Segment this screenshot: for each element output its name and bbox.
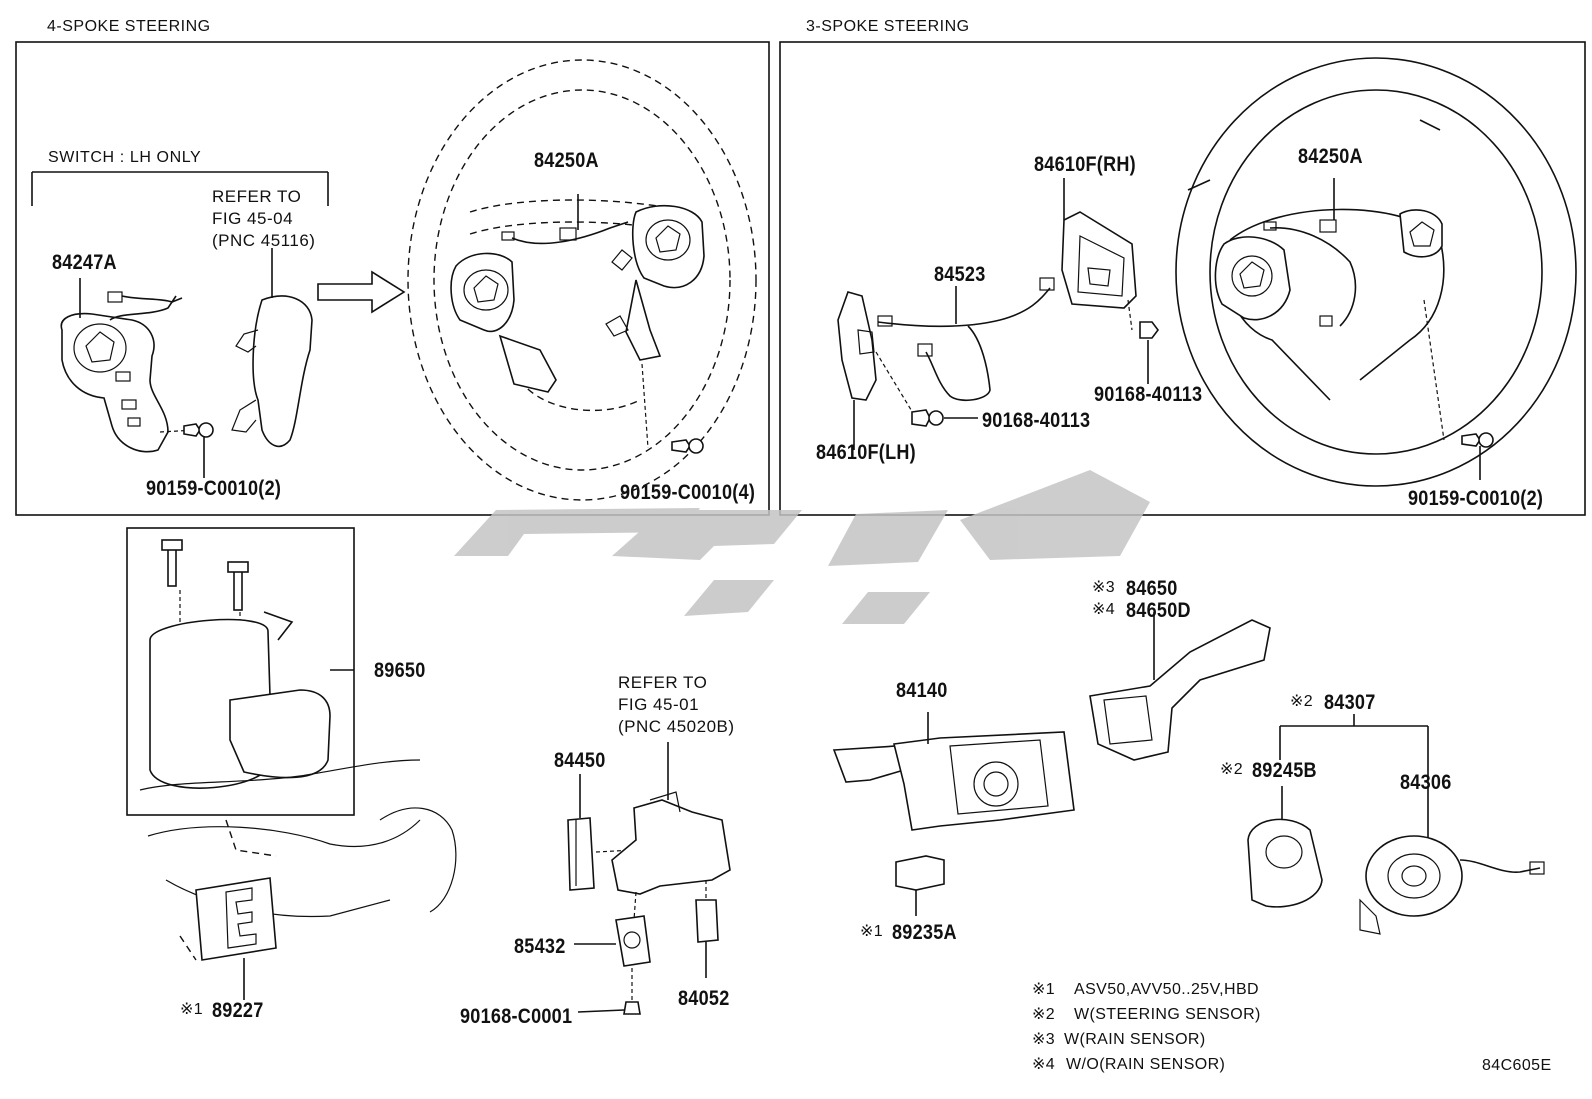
refer-note-45-01-line1: REFER TO [618, 673, 708, 692]
part-90168-40113-rh-label[interactable]: 90168-40113 [1094, 383, 1203, 406]
part-89235A-mark: ※1 [860, 923, 884, 940]
refer-note-45-04-line2: FIG 45-04 [212, 209, 294, 228]
part-84650-mark: ※3 [1092, 579, 1116, 596]
part-90159-3sp-2-label[interactable]: 90159-C0010(2) [1408, 487, 1544, 510]
legend-text-3: W(RAIN SENSOR) [1064, 1031, 1206, 1048]
watermark-logo [454, 470, 1150, 624]
part-84650D-label[interactable]: 84650D [1126, 599, 1191, 622]
bolt-90168-rh [1139, 321, 1159, 384]
refer-note-45-01-line2: FIG 45-01 [618, 695, 700, 714]
legend-mark-3: ※3 [1032, 1031, 1056, 1048]
part-84306-label[interactable]: 84306 [1400, 771, 1452, 794]
part-89235A-label[interactable]: 89235A [892, 921, 957, 944]
refer-note-45-01-line3: (PNC 45020B) [618, 717, 735, 736]
part-90168-C0001-label[interactable]: 90168-C0001 [460, 1005, 573, 1028]
wire-harness-84523 [877, 277, 1055, 402]
combination-switch-84140 [832, 712, 1075, 831]
part-90159-4sp-2-label[interactable]: 90159-C0010(2) [146, 477, 282, 500]
part-84650-label[interactable]: 84650 [1126, 577, 1178, 600]
legend-mark-4: ※4 [1032, 1056, 1056, 1073]
part-84523-label[interactable]: 84523 [934, 263, 986, 286]
legend-text-4: W/O(RAIN SENSOR) [1066, 1056, 1226, 1073]
part-89245B-mark: ※2 [1220, 761, 1244, 778]
legend-mark-1: ※1 [1032, 981, 1056, 998]
switch-lh-only-note: SWITCH : LH ONLY [48, 149, 202, 166]
part-84140-label[interactable]: 84140 [896, 679, 948, 702]
refer-note-45-04-line3: (PNC 45116) [212, 231, 316, 250]
wiper-switch-84650 [1089, 612, 1271, 761]
legend-text-2: W(STEERING SENSOR) [1074, 1006, 1261, 1023]
part-84450-label[interactable]: 84450 [554, 749, 606, 772]
bolt-90168-lh [875, 351, 978, 427]
part-84250A-4sp-label[interactable]: 84250A [534, 149, 599, 172]
spiral-cable-84306 [1359, 788, 1545, 935]
three-spoke-frame [779, 41, 1586, 516]
legend-mark-2: ※2 [1032, 1006, 1056, 1023]
part-84052-label[interactable]: 84052 [678, 987, 730, 1010]
engine-bay-sketch [139, 759, 457, 918]
part-84247A-label[interactable]: 84247A [52, 251, 117, 274]
part-90168-40113-lh-label[interactable]: 90168-40113 [982, 409, 1091, 432]
switch-84450 [567, 774, 635, 891]
part-84610F-LH-label[interactable]: 84610F(LH) [816, 441, 916, 464]
steering-cover-45116 [231, 248, 313, 448]
sensor-84052 [695, 899, 719, 978]
part-85432-label[interactable]: 85432 [514, 935, 566, 958]
section-title-4-spoke: 4-SPOKE STEERING [47, 18, 211, 35]
switch-89235A [895, 855, 945, 916]
legend-text-1: ASV50,AVV50..25V,HBD [1074, 981, 1259, 998]
four-spoke-frame [15, 41, 770, 516]
steering-switch-84247A [60, 278, 183, 453]
bolt-90159-3sp [1461, 432, 1494, 480]
sensor-85432 [574, 915, 651, 1015]
diagram-code: 84C605E [1482, 1057, 1552, 1074]
part-84250A-3sp-label[interactable]: 84250A [1298, 145, 1363, 168]
steering-lock-assy [611, 742, 731, 921]
bolt-90159-right [671, 438, 704, 454]
part-89650-label[interactable]: 89650 [374, 659, 426, 682]
part-84650D-mark: ※4 [1092, 601, 1116, 618]
bracket-84307 [1279, 714, 1429, 784]
part-84307-label[interactable]: 84307 [1324, 691, 1376, 714]
paddle-switch-lh [837, 291, 877, 450]
part-89227-label[interactable]: 89227 [212, 999, 264, 1022]
part-89227-mark: ※1 [180, 1001, 204, 1018]
sensor-inset-frame [126, 527, 355, 816]
three-spoke-wheel [1175, 57, 1577, 487]
section-title-3-spoke: 3-SPOKE STEERING [806, 18, 970, 35]
part-90159-4sp-4-label[interactable]: 90159-C0010(4) [620, 481, 756, 504]
part-84610F-RH-label[interactable]: 84610F(RH) [1034, 153, 1136, 176]
bolt-90159-left [159, 422, 214, 478]
steering-sensor-89245B [1247, 786, 1323, 908]
paddle-switch-rh [1061, 178, 1137, 331]
switch-lh-bracket [31, 171, 329, 206]
refer-note-45-04-line1: REFER TO [212, 187, 302, 206]
ecu-89227 [179, 877, 277, 1000]
computer-assy-89650 [149, 539, 354, 789]
assembly-arrow [317, 270, 406, 314]
four-spoke-wheel [407, 59, 757, 501]
part-84307-mark: ※2 [1290, 693, 1314, 710]
part-89245B-label[interactable]: 89245B [1252, 759, 1317, 782]
